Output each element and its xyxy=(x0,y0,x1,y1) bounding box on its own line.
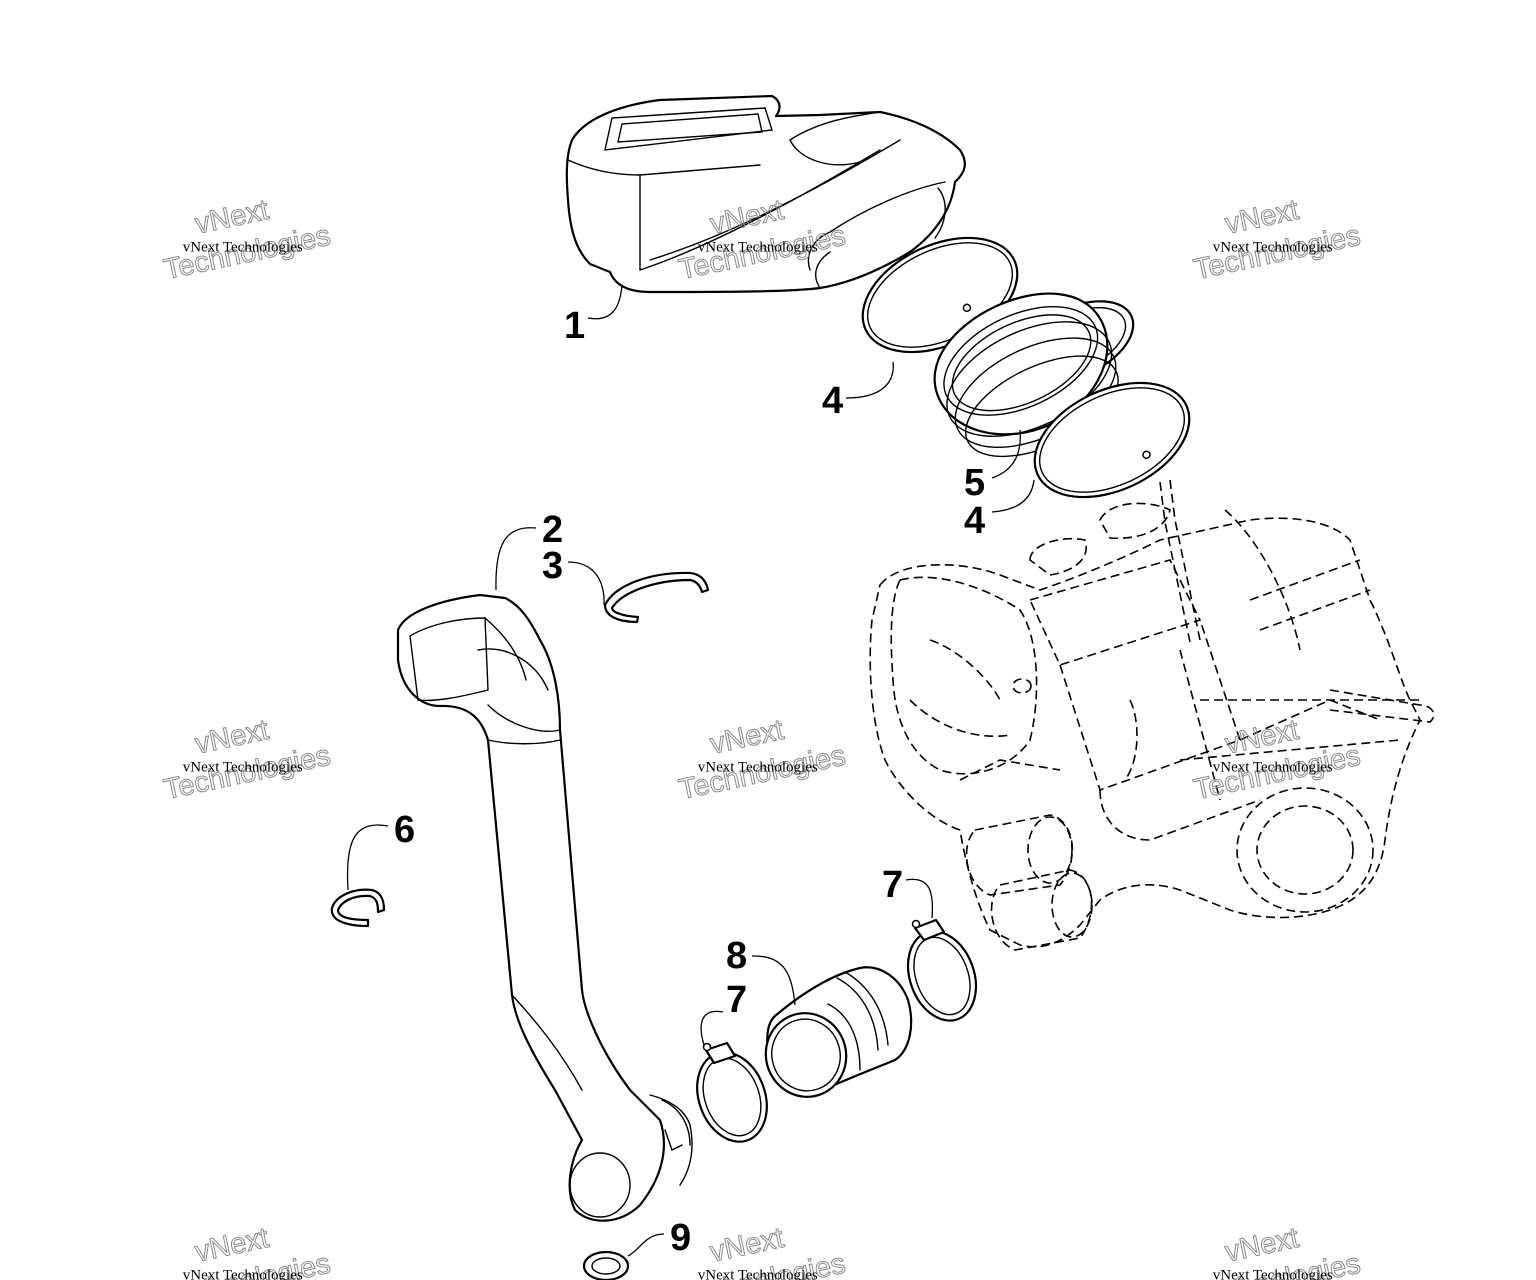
watermark-small-line: vNext Technologies xyxy=(1213,239,1333,255)
clamp-3 xyxy=(603,571,710,624)
engine-assembly xyxy=(869,479,1435,951)
intake-boot xyxy=(933,292,1135,458)
callout-labels: 1 2 3 4 4 5 6 7 7 8 9 xyxy=(394,305,985,1259)
watermark-small-line: vNext Technologies xyxy=(183,1267,303,1280)
watermark-small-line: vNext Technologies xyxy=(698,759,818,775)
hose-clamp-upper xyxy=(906,918,978,1022)
callout-3: 3 xyxy=(542,545,563,587)
callout-7-upper: 7 xyxy=(882,864,903,906)
watermark-small-line: vNext Technologies xyxy=(1213,1267,1333,1280)
callout-2: 2 xyxy=(542,509,563,551)
clip-6 xyxy=(330,888,386,928)
callout-7-lower: 7 xyxy=(726,979,747,1021)
callout-4-lower: 4 xyxy=(964,500,985,542)
watermark-small-line: vNext Technologies xyxy=(698,1267,818,1280)
intake-duct xyxy=(396,593,693,1222)
callout-1: 1 xyxy=(564,305,585,347)
callout-5: 5 xyxy=(964,462,985,504)
grommet-9 xyxy=(582,1250,630,1280)
callout-4-upper: 4 xyxy=(822,380,843,422)
air-intake-box xyxy=(565,94,966,294)
watermark-small-line: vNext Technologies xyxy=(183,759,303,775)
callout-8: 8 xyxy=(726,935,747,977)
leader-lines xyxy=(346,284,1035,1257)
callout-9: 9 xyxy=(670,1217,691,1259)
hose-clamp-lower xyxy=(696,1041,768,1143)
watermark-small-line: vNext Technologies xyxy=(183,239,303,255)
watermark-small-line: vNext Technologies xyxy=(1213,759,1333,775)
coupler-sleeve xyxy=(764,966,913,1098)
watermark-small-line: vNext Technologies xyxy=(698,239,818,255)
o-ring-lower xyxy=(1033,381,1191,499)
callout-6: 6 xyxy=(394,809,415,851)
